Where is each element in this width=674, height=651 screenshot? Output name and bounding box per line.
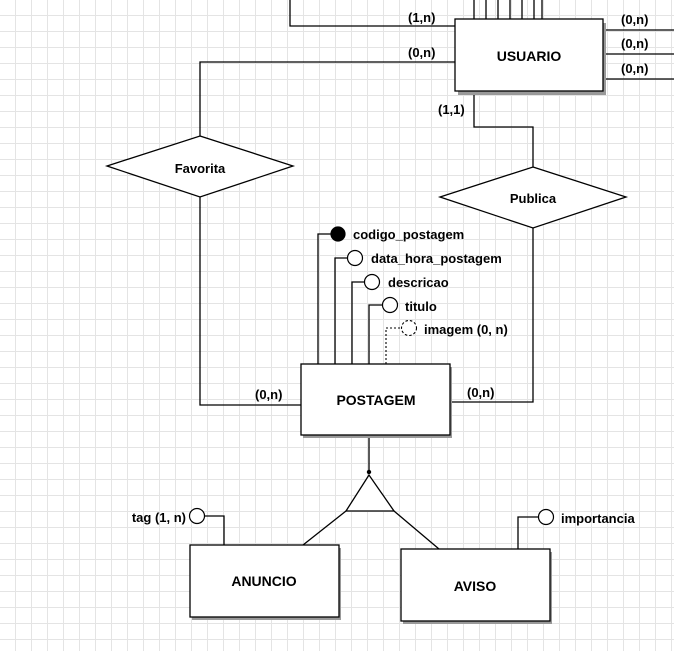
connector-favorita-postagem <box>199 197 301 406</box>
entity-usuario-label: USUARIO <box>497 48 562 64</box>
attribute-titulo[interactable]: titulo <box>381 296 437 315</box>
attribute-circle <box>537 508 555 526</box>
connector-attr-tag <box>205 515 225 545</box>
connector-attr-codigo <box>317 233 331 364</box>
connector-usuario-top-left <box>289 0 455 27</box>
connector-attr-data-hora <box>334 257 347 364</box>
attribute-codigo-postagem[interactable]: codigo_postagem <box>330 226 464 242</box>
attribute-data-hora-postagem[interactable]: data_hora_postagem <box>346 249 502 267</box>
optional-attribute-dashed-circle <box>400 319 418 337</box>
cardinality-usuario-publica: (1,1) <box>438 102 465 117</box>
entity-postagem[interactable]: POSTAGEM <box>300 363 452 438</box>
connector-publica-postagem <box>450 228 534 403</box>
cardinality-usuario-right-top: (0,n) <box>621 12 648 27</box>
entity-usuario[interactable]: USUARIO <box>454 18 606 95</box>
attribute-descricao-label: descricao <box>388 275 449 290</box>
connector-attr-descricao <box>351 281 364 364</box>
connector-specialization-anuncio <box>302 510 347 546</box>
cardinality-usuario-right-mid: (0,n) <box>621 36 648 51</box>
key-attribute-filled-circle <box>330 226 346 242</box>
relationship-favorita-label: Favorita <box>175 161 226 176</box>
cardinality-usuario-favorita: (0,n) <box>408 45 435 60</box>
attribute-circle <box>346 249 364 267</box>
relationship-publica-label: Publica <box>510 191 557 206</box>
relationship-publica[interactable]: Publica <box>437 166 629 229</box>
attribute-descricao[interactable]: descricao <box>363 273 449 291</box>
entity-aviso-label: AVISO <box>454 578 497 594</box>
connector-attr-imagem <box>385 327 401 364</box>
connector-specialization-aviso <box>393 510 440 550</box>
specialization-triangle <box>344 473 396 512</box>
attribute-imagem[interactable]: imagem (0, n) <box>400 319 508 338</box>
attribute-circle <box>381 296 399 314</box>
attribute-importancia-label: importancia <box>561 511 635 526</box>
specialization-apex-dot <box>366 469 372 475</box>
attribute-importancia[interactable]: importancia <box>537 508 636 527</box>
cardinality-postagem-publica: (0,n) <box>467 385 494 400</box>
attribute-imagem-label: imagem (0, n) <box>424 322 508 337</box>
entity-postagem-label: POSTAGEM <box>336 392 415 408</box>
attribute-codigo-postagem-label: codigo_postagem <box>353 227 464 242</box>
entity-anuncio-label: ANUNCIO <box>231 573 296 589</box>
entity-anuncio[interactable]: ANUNCIO <box>189 544 341 620</box>
attribute-circle <box>363 273 381 291</box>
entity-aviso[interactable]: AVISO <box>400 548 552 624</box>
cardinality-postagem-favorita: (0,n) <box>255 387 282 402</box>
attribute-data-hora-postagem-label: data_hora_postagem <box>371 251 502 266</box>
cardinality-usuario-right-bottom: (0,n) <box>621 61 648 76</box>
connector-usuario-favorita <box>199 61 455 136</box>
cardinality-usuario-top-left: (1,n) <box>408 10 435 25</box>
connector-usuario-publica <box>473 92 534 167</box>
relationship-favorita[interactable]: Favorita <box>104 135 296 198</box>
attribute-tag[interactable]: tag (1, n) <box>132 507 206 526</box>
attribute-titulo-label: titulo <box>405 299 437 314</box>
attribute-tag-label: tag (1, n) <box>132 510 186 525</box>
attribute-circle <box>188 507 206 525</box>
connector-attr-importancia <box>517 516 540 549</box>
connector-attr-titulo <box>368 304 382 364</box>
